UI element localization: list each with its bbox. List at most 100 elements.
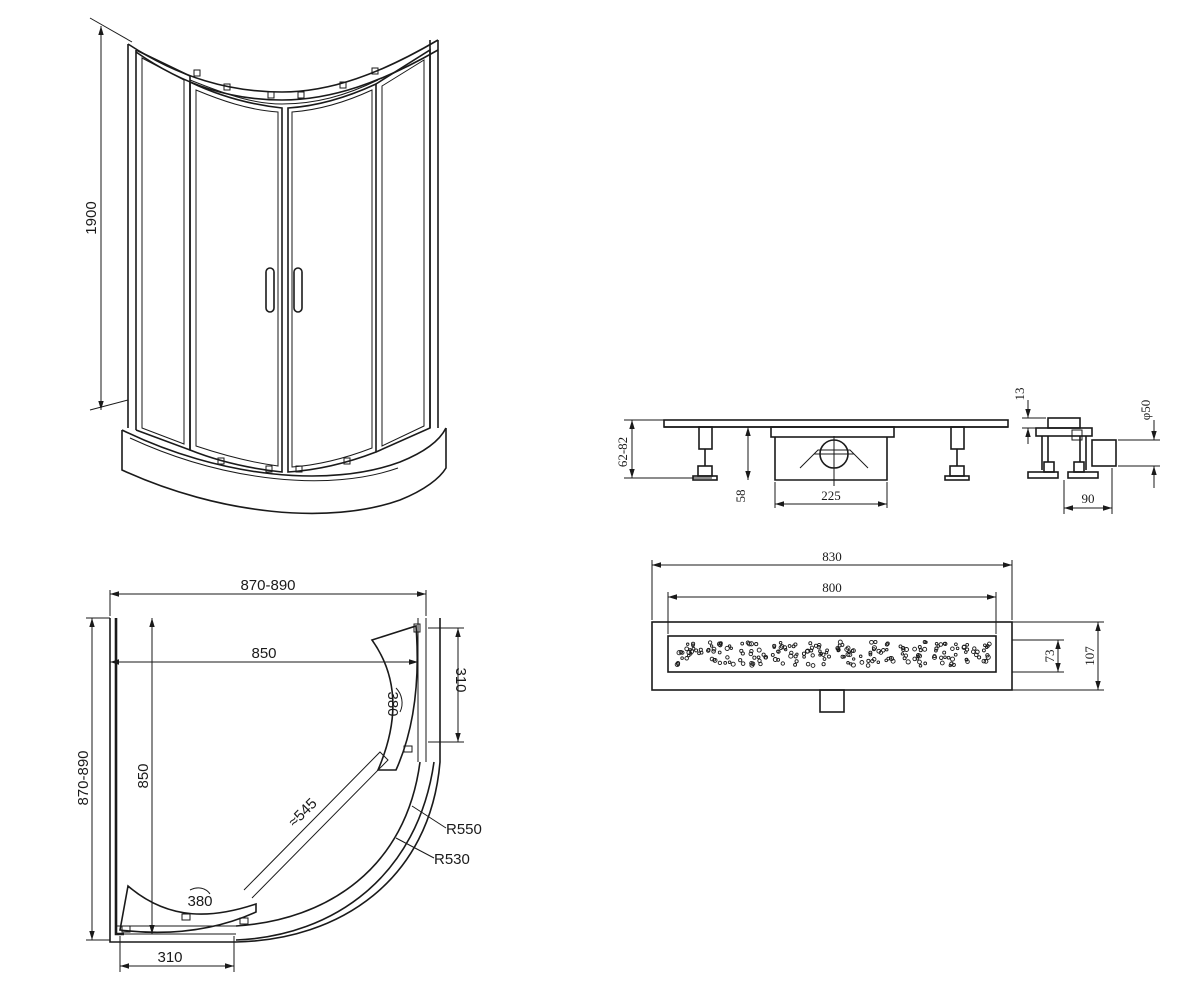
grate-hole <box>805 648 811 654</box>
trap-height-label: 58 <box>733 490 748 503</box>
plan-outer-arc-r550 <box>235 761 435 941</box>
grate-hole <box>918 664 923 668</box>
bottom-door-arc-indicator <box>189 887 211 895</box>
grate-hole <box>805 661 811 667</box>
grate-hole <box>816 645 821 650</box>
depth-inner-label: 850 <box>135 763 152 788</box>
grate-hole <box>776 649 780 654</box>
grate-hole <box>869 639 874 645</box>
grate-hole <box>865 663 871 668</box>
grate-hole <box>809 645 815 650</box>
grate-hole <box>986 644 990 648</box>
grate-hole <box>961 644 967 651</box>
grate-hole <box>846 661 850 665</box>
grate-hole <box>749 648 754 654</box>
diagonal-label: ≈545 <box>285 795 321 831</box>
top-rail-lip <box>189 79 379 105</box>
grate-hole <box>689 649 695 654</box>
top-thickness-label: 13 <box>1012 388 1027 401</box>
grate-hole <box>691 641 696 646</box>
grate-hole <box>694 648 699 653</box>
grate-hole <box>756 655 761 660</box>
grate-hole <box>859 660 865 665</box>
drain-grate <box>667 635 997 673</box>
grate-hole <box>917 645 922 649</box>
height-extension-top <box>89 17 133 43</box>
grate-hole <box>917 659 922 665</box>
grate-hole <box>717 650 722 655</box>
grate-hole <box>727 644 732 648</box>
left-wall-profile <box>127 44 137 430</box>
grate-hole <box>950 656 955 662</box>
height-extension-bottom <box>89 399 129 411</box>
right-fixed-panel-inner <box>381 59 425 447</box>
grate-hole <box>876 648 882 654</box>
radius-outer-label: R550 <box>446 821 482 838</box>
plan-hardware <box>121 623 421 933</box>
grate-hole <box>821 662 826 667</box>
grate-hole <box>676 650 682 656</box>
grate-hole <box>749 660 754 666</box>
grate-hole <box>922 640 927 644</box>
drain-cover-plate <box>663 419 1009 428</box>
grate-hole <box>873 639 878 645</box>
grate-hole <box>922 646 928 652</box>
grate-hole <box>754 642 759 647</box>
grate-hole <box>738 658 743 663</box>
height-range-label: 62-82 <box>615 437 630 467</box>
grate-hole <box>983 643 987 647</box>
plan-bottom-wall-profile <box>116 925 236 935</box>
radius-inner-label: R530 <box>434 851 470 868</box>
grate-hole <box>729 646 733 650</box>
grate-hole <box>698 647 703 652</box>
grate-hole <box>793 642 798 647</box>
shower-tray-inner-edge <box>129 437 399 482</box>
grate-hole <box>819 652 823 656</box>
grate-hole <box>943 655 947 659</box>
grate-hole <box>730 661 736 667</box>
grate-hole <box>709 644 714 648</box>
grate-hole <box>946 655 951 660</box>
grate-hole <box>916 654 920 658</box>
grate-hole <box>942 650 947 655</box>
grate-hole <box>711 649 716 654</box>
plan-inner-arc-r530 <box>235 761 421 927</box>
trap-width-label: 225 <box>821 488 841 503</box>
end-trap-body <box>1041 436 1087 470</box>
grate-hole <box>723 661 728 665</box>
grate-hole <box>788 653 794 659</box>
grate-hole <box>717 660 723 666</box>
grate-hole <box>939 655 944 660</box>
right-door-handle <box>293 267 303 313</box>
grate-hole <box>900 652 905 656</box>
right-opening-label: 310 <box>452 667 469 692</box>
grate-hole <box>915 657 919 661</box>
grate-hole <box>706 648 711 653</box>
grate-hole <box>974 649 980 655</box>
grate-hole <box>942 641 947 646</box>
right-wall-profile <box>429 40 439 428</box>
grate-hole <box>711 646 717 652</box>
top-rail-inner <box>135 49 439 101</box>
grate-hole <box>808 641 813 646</box>
grate-hole <box>680 656 684 660</box>
grate-hole <box>871 657 877 662</box>
grate-hole <box>776 657 781 662</box>
grate-hole <box>912 646 917 652</box>
grate-hole <box>772 645 776 649</box>
grate-hole <box>793 662 798 667</box>
enclosure-plan-view: 380 380 ≈545 870-890 850 870-890 8 <box>75 577 482 972</box>
shower-tray <box>121 428 447 515</box>
top-rail-outer <box>127 39 439 93</box>
grate-hole <box>868 650 873 655</box>
width-inner-drain-label: 73 <box>1042 650 1057 663</box>
drain-outlet-stub <box>819 689 845 713</box>
grate-hole <box>748 651 754 657</box>
grate-hole <box>840 654 845 659</box>
grate-hole <box>845 645 851 651</box>
grate-hole <box>971 649 976 654</box>
grate-hole <box>954 642 958 647</box>
grate-hole <box>724 645 730 651</box>
drain-end-view: 13 φ50 90 <box>1012 388 1160 514</box>
